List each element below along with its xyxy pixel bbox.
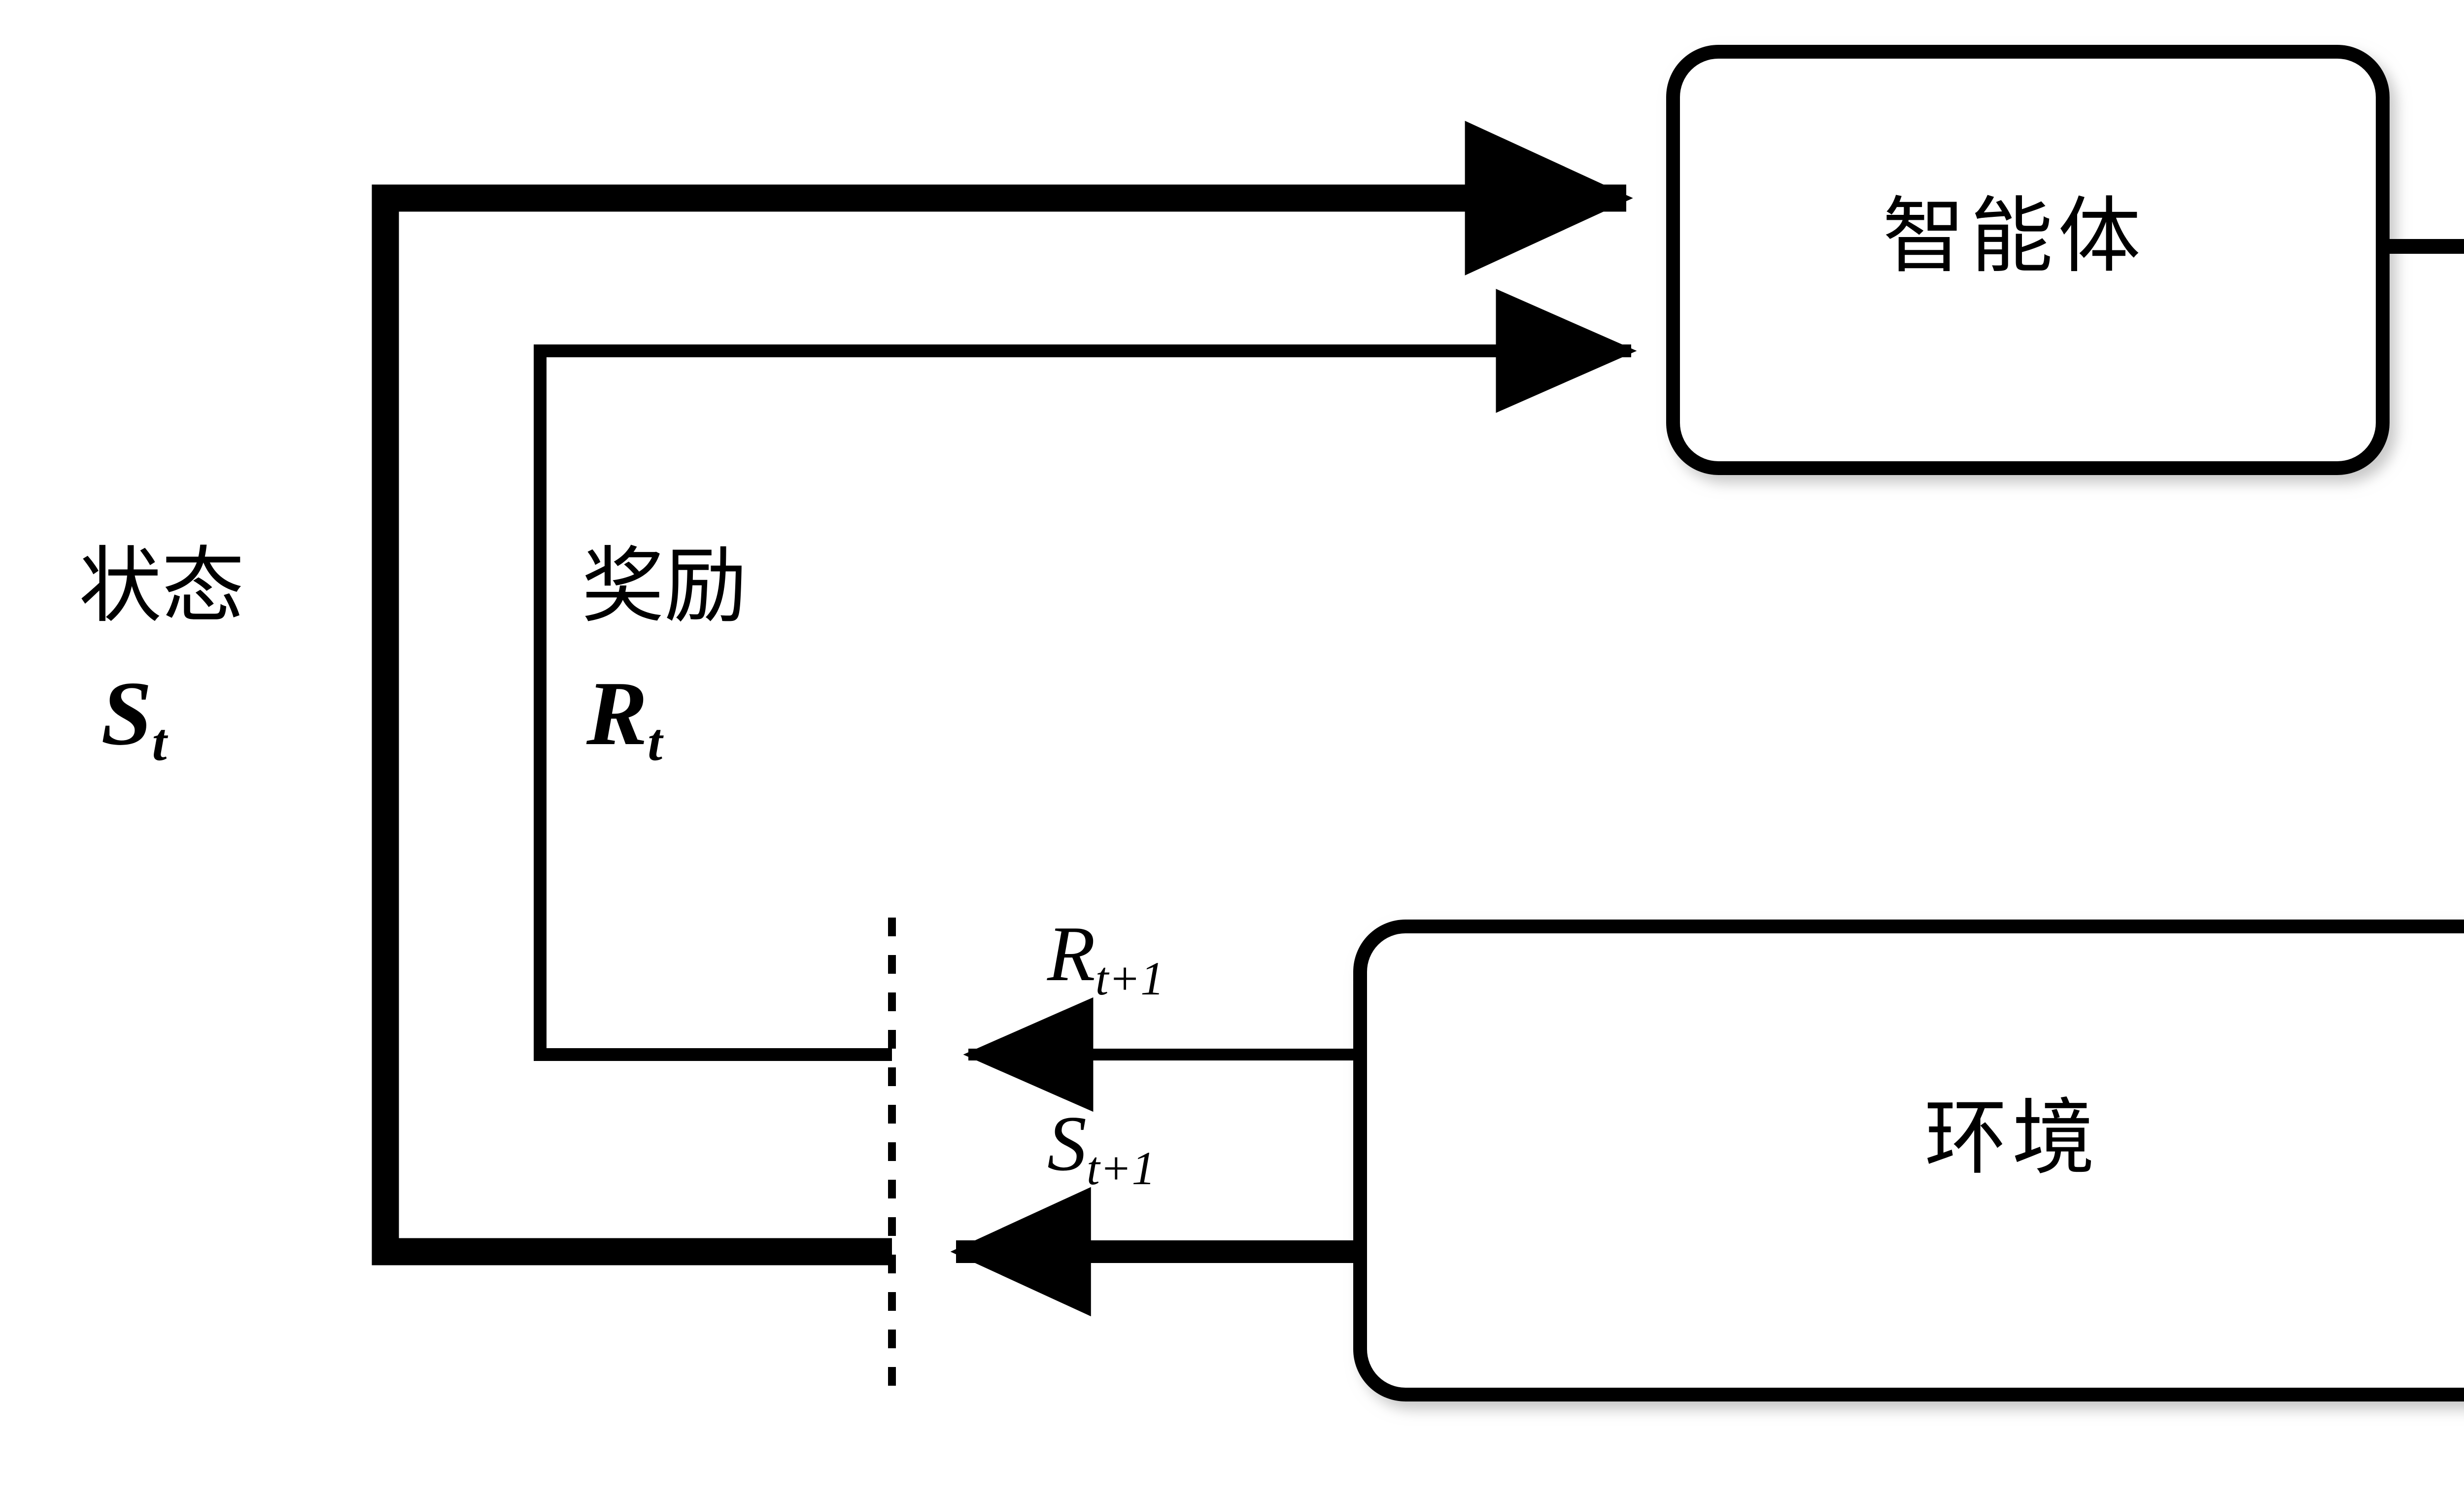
environment-node[interactable] — [1353, 920, 2464, 1401]
reward-symbol-base: R — [586, 663, 648, 764]
environment-box-shape[interactable] — [1353, 920, 2464, 1401]
state-edge-path — [372, 121, 1633, 1265]
state-symbol-subscript: t — [152, 713, 168, 772]
agent-node[interactable] — [1666, 45, 2390, 475]
state-next-symbol: St+1 — [1047, 1104, 1155, 1192]
state-symbol-base: S — [101, 663, 152, 764]
agent-box-label: 智能体 — [1882, 188, 2146, 284]
reward-next-base: R — [1047, 910, 1095, 997]
state-next-base: S — [1047, 1099, 1087, 1187]
reward-symbol: Rt — [586, 668, 663, 769]
environment-box-label: 环境 — [1924, 1090, 2100, 1186]
edge-state — [372, 121, 1633, 1317]
state-next-subscript: t+1 — [1087, 1141, 1156, 1195]
reward-next-subscript: t+1 — [1095, 952, 1164, 1005]
state-symbol: St — [101, 668, 168, 769]
agent-box-shape[interactable] — [1666, 45, 2390, 475]
reward-next-symbol: Rt+1 — [1047, 914, 1164, 1002]
state-label-cn: 状态 — [79, 538, 244, 634]
reward-label-cn: 奖励 — [582, 538, 747, 634]
reward-edge-path — [534, 289, 1637, 1061]
reward-symbol-subscript: t — [648, 713, 663, 772]
edge-reward — [534, 289, 1637, 1112]
